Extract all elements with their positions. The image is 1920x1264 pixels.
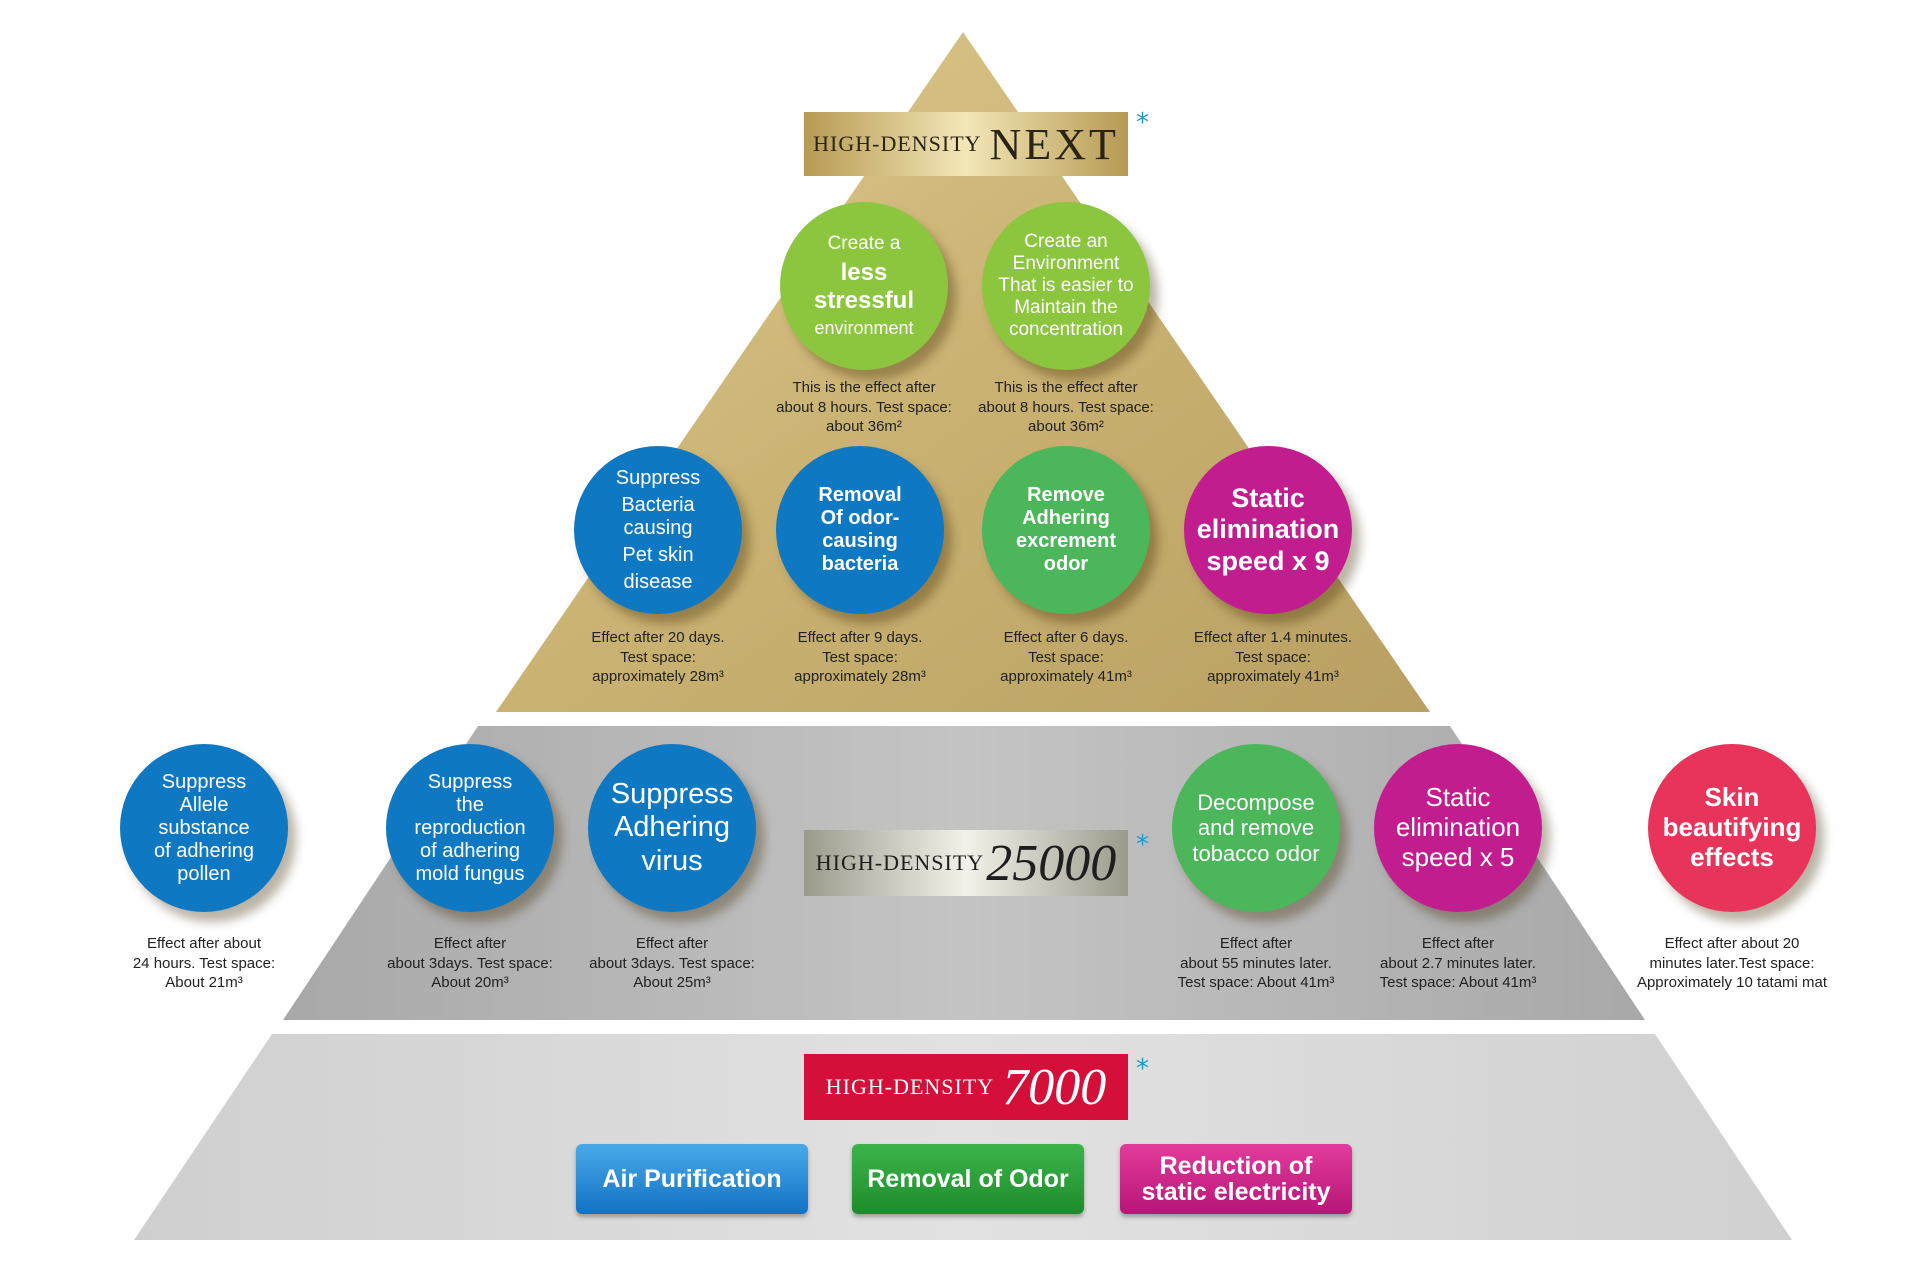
effect-note: Effect after 20 days. Test space: approx… [591,629,725,685]
circle-line: excrement [1015,530,1117,552]
banner-prefix: HIGH-DENSITY [813,131,982,156]
reduction-of-static-button[interactable]: Reduction of static electricity [1120,1144,1352,1214]
effect-circle-pet-skin-bacteria: Suppress Bacteria causing Pet skin disea… [574,446,742,614]
effect-note: Effect after 9 days. Test space: approxi… [794,629,926,685]
banner-high-density-next: HIGH-DENSITY NEXT [804,112,1128,176]
circle-line: Of odor-causing [820,507,900,552]
circle-line: Suppress [161,770,247,793]
effect-circle-less-stress: Create a less stressful environment [780,202,948,370]
circle-line: Adhering [613,811,731,844]
effect-circle-pollen: Suppress Allele substance of adhering po… [120,744,288,912]
banner-25000-bg [804,830,1128,896]
circle-line: Suppress [610,777,734,810]
effect-note: Effect after about 3days. Test space: Ab… [589,935,755,991]
circle-line: Decompose [1197,790,1315,816]
circle-line: Remove [1027,484,1105,506]
banner-high-density-25000: HIGH-DENSITY 25000 [804,830,1128,896]
banner-title: NEXT [989,119,1119,169]
banner-prefix: HIGH-DENSITY [825,1074,995,1099]
banner-7000-bg [804,1054,1128,1120]
banner-prefix: HIGH-DENSITY [815,850,985,875]
circle-line: less stressful [813,258,915,314]
circle-line: of adhering [419,839,521,862]
circle-line: Skin [1704,782,1760,813]
effect-note: This is the effect after about 8 hours. … [978,379,1154,435]
circle-line: Maintain the [1014,296,1118,318]
effect-note: Effect after about 2.7 minutes later. Te… [1379,935,1537,991]
circle-line: Removal [818,484,902,506]
effect-circle-skin-beautifying: Skin beautifying effects [1648,744,1816,912]
effect-circle-virus: Suppress Adhering virus [588,744,756,912]
circle-line: Suppress [615,466,701,489]
circle-line: environment [814,318,914,339]
removal-of-odor-button[interactable]: Removal of Odor [852,1144,1084,1214]
circle-line: Allele substance [158,793,250,839]
circle-line: the reproduction [414,793,526,839]
effect-circle-tobacco-odor: Decompose and remove tobacco odor [1172,744,1340,912]
circle-line: That is easier to [998,275,1134,297]
effect-note: Effect after about 3days. Test space: Ab… [387,935,553,991]
circle-line: beautifying [1662,812,1802,843]
circle-line: pollen [177,862,231,885]
effect-circle-concentration: Create an Environment That is easier to … [982,202,1150,370]
effect-note: This is the effect after about 8 hours. … [776,379,952,435]
bottom-tier [134,1034,1792,1240]
circle-line: and remove [1197,815,1315,841]
circle-line: bacteria [821,553,899,575]
asterisk-mark: * [1136,830,1149,860]
circle-line: elimination [1395,812,1521,843]
effect-circle-odor-bacteria: Removal Of odor-causing bacteria [776,446,944,614]
circle-line: Pet skin [622,543,694,566]
circle-line: Static [1231,483,1305,514]
effect-circle-static-x9: Static elimination speed x 9 [1184,446,1352,614]
effect-note: Effect after about 20 minutes later.Test… [1636,935,1828,991]
circle-line: virus [641,844,703,877]
banner-next-bg [804,112,1128,176]
air-purification-button[interactable]: Air Purification [576,1144,808,1214]
circle-line: mold fungus [415,862,525,885]
circle-line: speed x 5 [1401,841,1515,872]
effect-circle-mold: Suppress the reproduction of adhering mo… [386,744,554,912]
circle-line: elimination [1196,514,1340,545]
circle-line: Create a [827,233,901,255]
banner-high-density-7000: HIGH-DENSITY 7000 [804,1054,1128,1120]
effect-note: Effect after about 55 minutes later. Tes… [1177,935,1335,991]
circle-line: Adhering [1022,507,1110,529]
effect-circle-static-x5: Static elimination speed x 5 [1374,744,1542,912]
effect-note: Effect after about 24 hours. Test space:… [132,935,276,991]
effect-circle-excrement-odor: Remove Adhering excrement odor [982,446,1150,614]
effect-note: Effect after 1.4 minutes. Test space: ap… [1193,629,1353,685]
effect-note: Effect after 6 days. Test space: approxi… [1000,629,1132,685]
circle-line: Static [1425,782,1491,813]
circle-line: tobacco odor [1192,840,1320,866]
asterisk-mark: * [1136,108,1149,138]
circle-line: of adhering [153,839,255,862]
circle-line: concentration [1008,318,1124,340]
banner-title: 7000 [1002,1058,1107,1116]
circle-line: Bacteria causing [621,493,695,539]
circle-line: odor [1043,553,1089,575]
asterisk-mark: * [1136,1054,1149,1084]
circle-line: Create an [1024,231,1108,253]
circle-line: speed x 9 [1206,545,1330,576]
circle-line: Environment [1012,253,1120,275]
circle-line: Suppress [427,770,513,793]
circle-line: disease [623,570,693,593]
circle-line: effects [1690,841,1774,872]
banner-title: 25000 [986,834,1117,892]
